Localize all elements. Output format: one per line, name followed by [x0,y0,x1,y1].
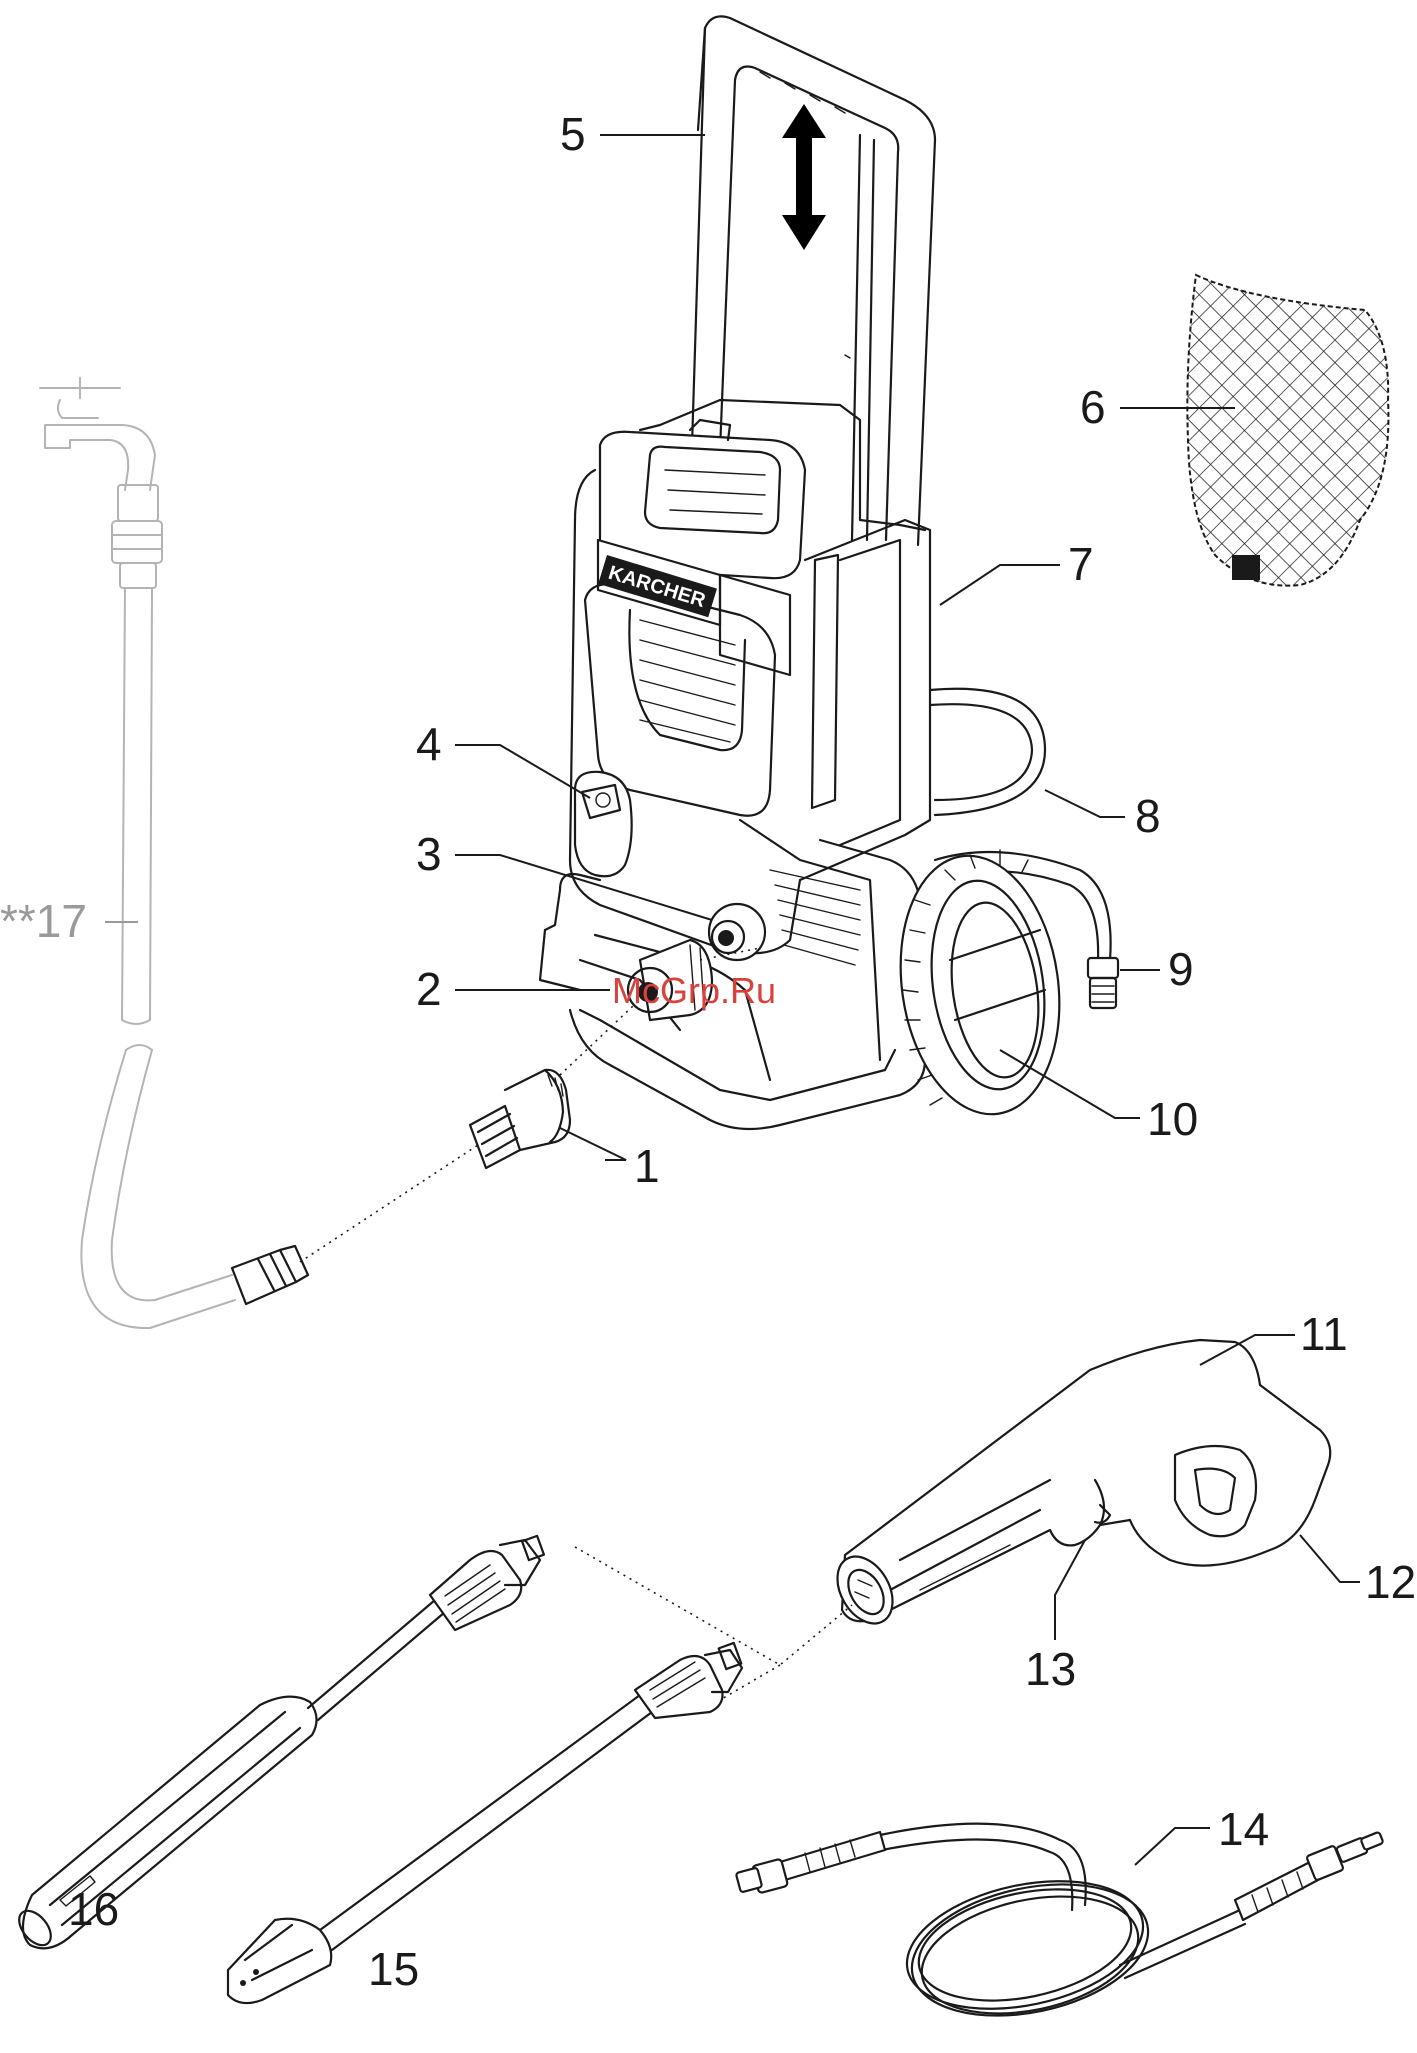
connection-line-lances [574,1546,853,1701]
pressure-washer-body [538,398,1120,1131]
adjust-direction-arrow [782,104,826,250]
callout-1: 1 [634,1140,660,1192]
callout-11: 11 [1300,1308,1348,1360]
dirt-blaster-lance [226,1641,744,2005]
callout-15: 15 [368,1943,419,1995]
connection-line-hose [299,1144,479,1263]
trigger-gun [836,1338,1332,1625]
callout-leaders [105,134,1360,1866]
callout-17: **17 [0,895,87,947]
wheel [899,849,1061,1116]
callout-3: 3 [416,828,442,880]
callout-6: 6 [1080,381,1106,433]
watermark: McGrp.Ru [612,970,776,1011]
callout-10: 10 [1147,1093,1198,1145]
vario-power-lance [18,1534,546,1950]
high-pressure-outlet [707,902,767,962]
callout-14: 14 [1218,1803,1269,1855]
high-pressure-hose [735,1822,1384,2017]
power-switch [573,770,633,878]
connection-line-outlet [699,947,761,961]
accessory-bag [1186,273,1390,587]
callout-4: 4 [416,718,442,770]
callout-2: 2 [416,963,442,1015]
callout-16: 16 [68,1883,119,1935]
water-connection-coupling [468,1068,572,1170]
callout-8: 8 [1135,790,1161,842]
garden-hose-with-tap [39,377,310,1330]
callout-5: 5 [560,108,586,160]
callout-labels: 1 2 3 4 5 6 7 8 9 10 11 12 13 14 15 16 *… [0,108,1416,1995]
water-inlet [626,938,714,1022]
callout-7: 7 [1068,538,1094,590]
callout-13: 13 [1025,1643,1076,1695]
callout-12: 12 [1365,1556,1416,1608]
callout-9: 9 [1168,943,1194,995]
